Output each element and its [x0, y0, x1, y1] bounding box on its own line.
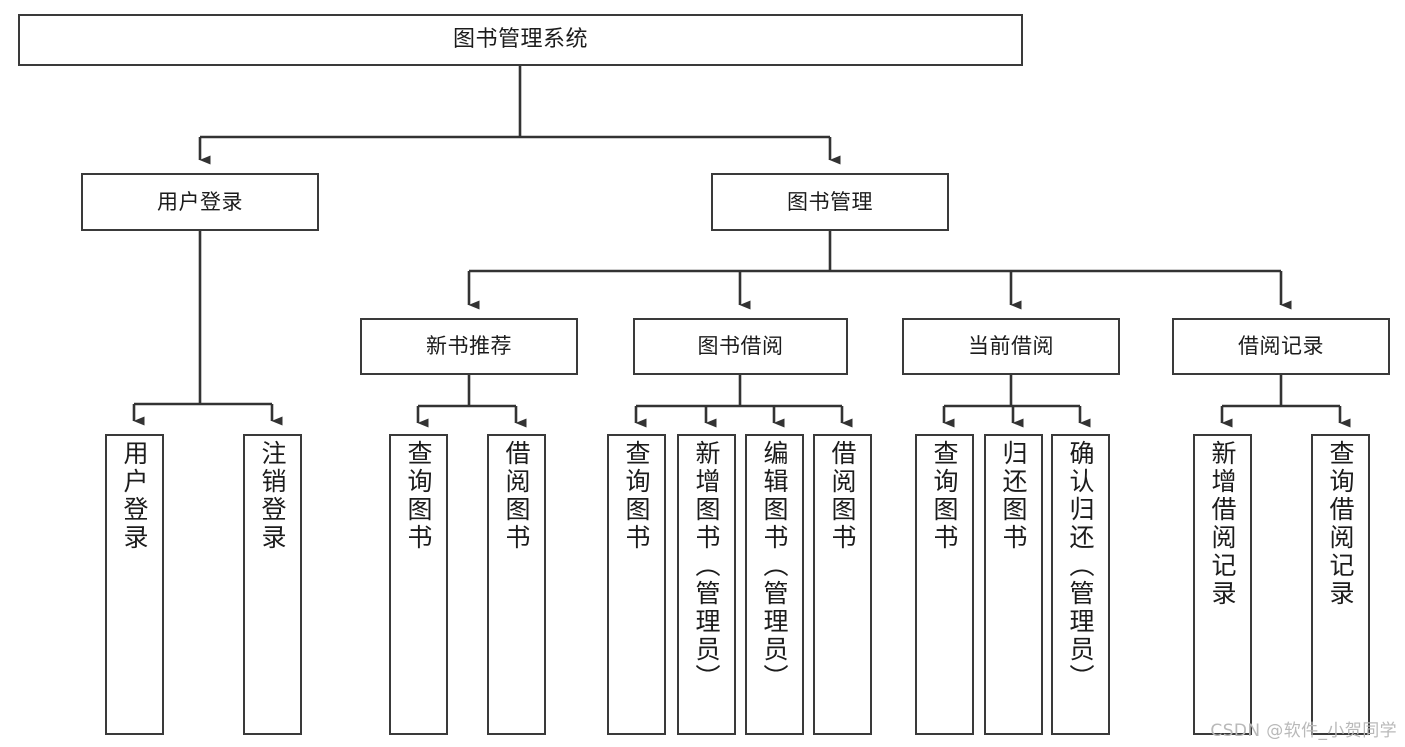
- node-leaf-query-book-borrowing[interactable]: 查询图书: [607, 434, 666, 735]
- node-label: 新增图书（管理员）: [692, 440, 721, 692]
- edges-records-to-leaves: [1220, 375, 1351, 428]
- node-label: 编辑图书（管理员）: [760, 440, 789, 692]
- node-book-management[interactable]: 图书管理: [711, 173, 949, 231]
- edges-userlogin-to-leaves: [132, 231, 283, 426]
- node-leaf-logout[interactable]: 注销登录: [243, 434, 302, 735]
- node-leaf-borrow-book-borrowing[interactable]: 借阅图书: [813, 434, 872, 735]
- edges-current-to-leaves: [942, 375, 1091, 428]
- node-label: 图书管理系统: [452, 27, 588, 53]
- node-label: 借阅图书: [502, 440, 531, 552]
- node-leaf-query-book-current[interactable]: 查询图书: [915, 434, 974, 735]
- node-label: 查询图书: [622, 440, 651, 552]
- node-label: 归还图书: [999, 440, 1028, 552]
- node-leaf-edit-book-admin[interactable]: 编辑图书（管理员）: [745, 434, 804, 735]
- node-label: 图书管理: [787, 189, 873, 214]
- node-label: 当前借阅: [968, 334, 1054, 359]
- node-leaf-confirm-return-admin[interactable]: 确认归还（管理员）: [1051, 434, 1110, 735]
- node-new-book-recommendation[interactable]: 新书推荐: [360, 318, 578, 375]
- node-label: 新书推荐: [426, 334, 512, 359]
- node-label: 用户登录: [120, 440, 149, 552]
- node-label: 查询图书: [404, 440, 433, 552]
- node-leaf-query-book-newbook[interactable]: 查询图书: [389, 434, 448, 735]
- node-label: 确认归还（管理员）: [1066, 440, 1095, 692]
- node-label: 新增借阅记录: [1208, 440, 1237, 608]
- node-book-borrowing[interactable]: 图书借阅: [633, 318, 848, 375]
- node-label: 借阅记录: [1238, 334, 1324, 359]
- edges-newbook-to-leaves: [416, 375, 527, 428]
- node-borrow-records[interactable]: 借阅记录: [1172, 318, 1390, 375]
- node-leaf-return-book[interactable]: 归还图书: [984, 434, 1043, 735]
- node-user-login[interactable]: 用户登录: [81, 173, 319, 231]
- edges-root-to-level1: [198, 66, 841, 165]
- node-label: 用户登录: [157, 189, 243, 214]
- node-leaf-add-book-admin[interactable]: 新增图书（管理员）: [677, 434, 736, 735]
- edges-bookmgmt-to-level2: [467, 231, 1292, 310]
- node-leaf-add-borrow-record[interactable]: 新增借阅记录: [1193, 434, 1252, 735]
- node-label: 查询图书: [930, 440, 959, 552]
- node-root-book-management-system[interactable]: 图书管理系统: [18, 14, 1023, 66]
- node-leaf-borrow-book-newbook[interactable]: 借阅图书: [487, 434, 546, 735]
- node-label: 注销登录: [258, 440, 287, 552]
- node-current-borrowing[interactable]: 当前借阅: [902, 318, 1120, 375]
- edges-borrow-to-leaves: [634, 375, 853, 428]
- node-label: 查询借阅记录: [1326, 440, 1355, 608]
- node-leaf-user-login[interactable]: 用户登录: [105, 434, 164, 735]
- watermark-text: CSDN @软件_小贺同学: [1210, 721, 1397, 741]
- node-leaf-query-borrow-record[interactable]: 查询借阅记录: [1311, 434, 1370, 735]
- node-label: 图书借阅: [697, 334, 784, 359]
- node-label: 借阅图书: [828, 440, 857, 552]
